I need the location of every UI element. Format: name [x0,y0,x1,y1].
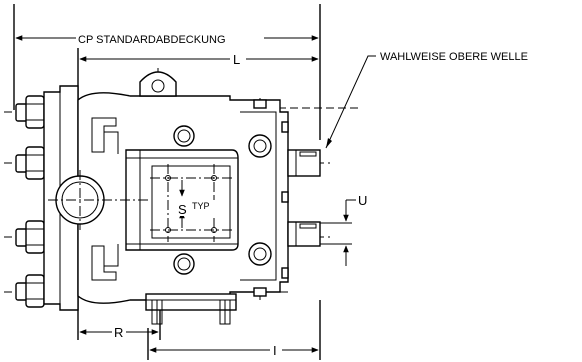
inlet-port [48,170,150,230]
lifting-eye [139,71,177,97]
label-u: U [358,193,367,208]
drive-shaft [287,221,321,247]
leader-optional-shaft [325,55,376,149]
cover-bolts [15,95,45,308]
mounting-foot [145,293,237,325]
label-typ: TYP [192,201,210,211]
label-cp-cover: CP STANDARDABDECKUNG [78,34,226,46]
dimension-u [343,199,356,266]
label-l: L [233,52,240,67]
label-optional-shaft: WAHLWEISE OBERE WELLE [380,51,528,63]
optional-upper-shaft [287,149,321,177]
label-r: R [114,325,123,340]
label-s: S [178,202,187,217]
label-i: I [273,343,277,358]
